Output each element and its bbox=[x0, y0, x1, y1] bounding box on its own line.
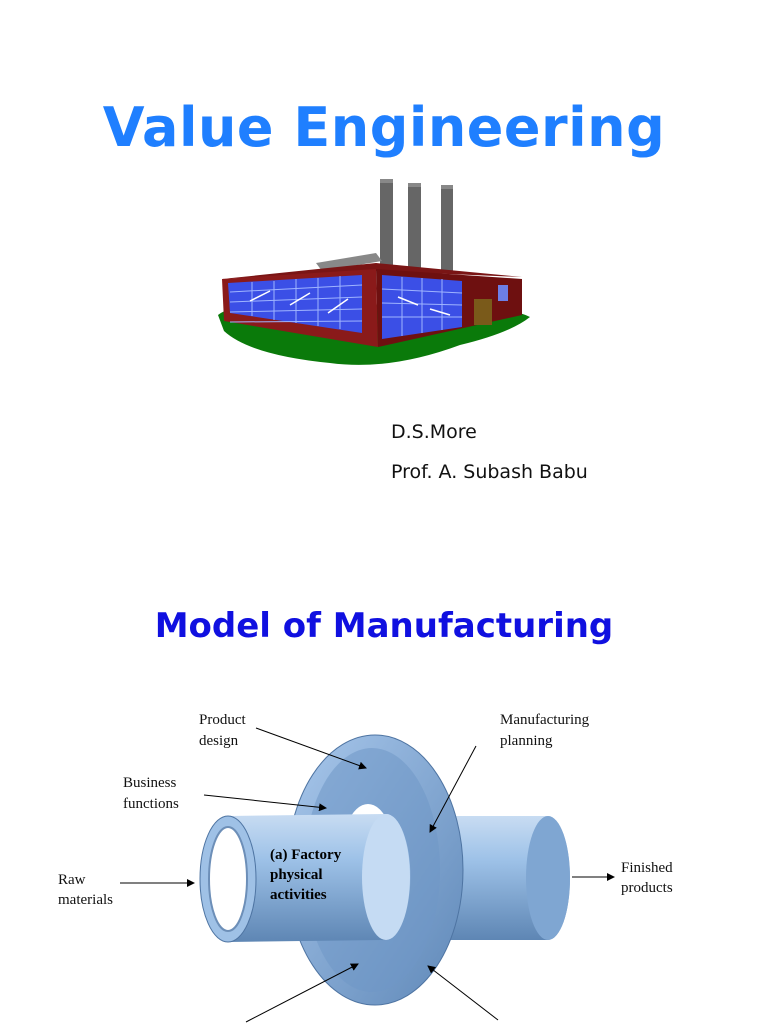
label-finished-products: Finished bbox=[621, 860, 673, 876]
factory-icon bbox=[218, 179, 530, 365]
author-name: D.S.More bbox=[391, 421, 477, 443]
label-product-design: Product bbox=[199, 712, 246, 728]
manufacturing-model-diagram: Product design Manufacturing planning Bu… bbox=[58, 712, 673, 1023]
label-manufacturing-planning: Manufacturing bbox=[500, 712, 590, 728]
label-factory-activities: activities bbox=[270, 887, 327, 903]
label-business-functions: Business bbox=[123, 775, 177, 791]
model-slide: Model of Manufacturing bbox=[0, 560, 768, 1024]
title-slide: Value Engineering bbox=[102, 96, 666, 483]
label-factory-activities: (a) Factory bbox=[270, 847, 342, 863]
author-name: Prof. A. Subash Babu bbox=[391, 461, 588, 483]
label-raw-materials: Raw bbox=[58, 872, 86, 888]
label-raw-materials: materials bbox=[58, 892, 113, 908]
label-business-functions: functions bbox=[123, 796, 179, 812]
slide-title: Value Engineering bbox=[102, 96, 666, 159]
label-product-design: design bbox=[199, 733, 239, 749]
label-manufacturing-planning: planning bbox=[500, 733, 553, 749]
label-finished-products: products bbox=[621, 880, 673, 896]
label-factory-activities: physical bbox=[270, 867, 323, 883]
slide-title: Model of Manufacturing bbox=[154, 606, 614, 646]
